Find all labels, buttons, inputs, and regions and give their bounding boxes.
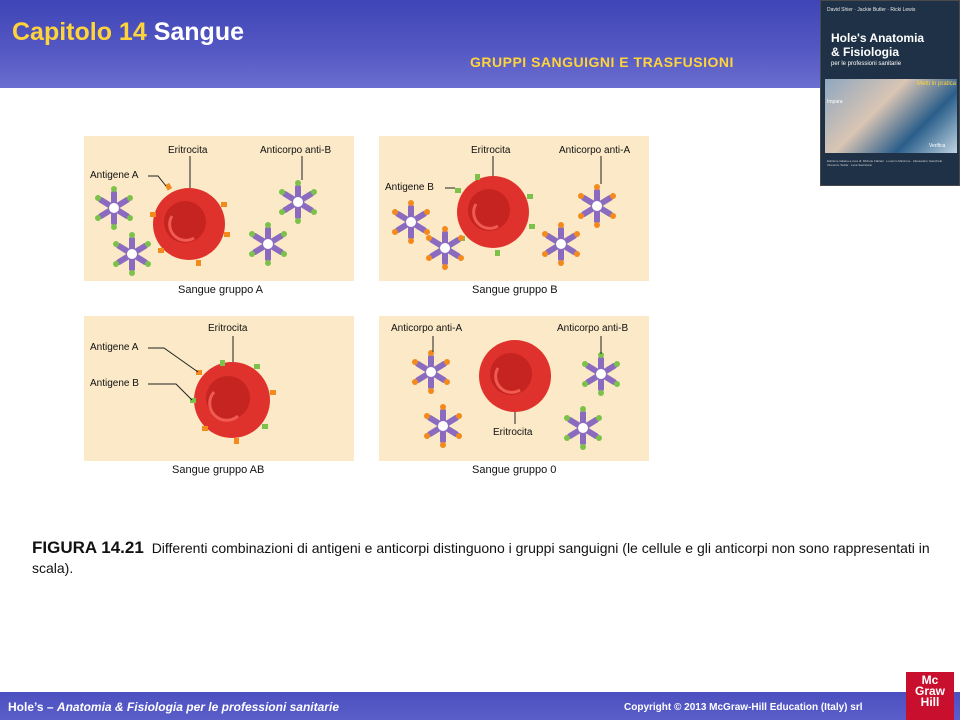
erythrocyte (479, 340, 551, 412)
label-anticorpo-anti-b: Anticorpo anti-B (557, 323, 629, 334)
antibody-anti-b (113, 232, 151, 276)
figure-caption: FIGURA 14.21 Differenti combinazioni di … (32, 538, 932, 578)
antibody-anti-a (424, 404, 462, 448)
label-antigene-a: Antigene A (90, 170, 139, 181)
panel-a-diagram (95, 156, 317, 276)
cover-title-line2: & Fisiologia (831, 45, 900, 59)
antibody-anti-a (392, 200, 430, 244)
label-antigene-b: Antigene B (90, 378, 139, 389)
antibody-anti-a (578, 184, 616, 228)
book-reference: Hole’s – Anatomia & Fisiologia per le pr… (8, 700, 339, 714)
caption-gruppo-0: Sangue gruppo 0 (472, 464, 557, 476)
label-eritrocita: Eritrocita (208, 323, 248, 334)
erythrocyte (455, 174, 535, 256)
erythrocyte (190, 360, 276, 444)
slide-title: Capitolo 14 Sangue (12, 18, 244, 47)
leader-lines (148, 336, 234, 401)
antibody-anti-b (95, 186, 133, 230)
cover-photo (825, 79, 957, 153)
panel-group-a: Eritrocita Anticorpo anti-B Antigene A (84, 136, 354, 281)
caption-gruppo-ab: Sangue gruppo AB (172, 464, 265, 476)
label-anticorpo-anti-a: Anticorpo anti-A (391, 323, 463, 334)
cover-authors: David Shier · Jackie Butler · Ricki Lewi… (827, 7, 916, 13)
panel-group-b: Eritrocita Anticorpo anti-A Antigene B (379, 136, 649, 281)
book-title: Anatomia & Fisiologia per le professioni… (56, 700, 339, 714)
label-eritrocita: Eritrocita (168, 145, 208, 156)
slide-footer: Hole’s – Anatomia & Fisiologia per le pr… (0, 692, 960, 720)
leader-lines (432, 336, 602, 424)
label-eritrocita: Eritrocita (471, 145, 511, 156)
label-anticorpo-anti-b: Anticorpo anti-B (260, 145, 332, 156)
slide-header: Capitolo 14 Sangue GRUPPI SANGUIGNI E TR… (0, 0, 960, 88)
label-eritrocita: Eritrocita (493, 427, 533, 438)
antibody-anti-a (426, 226, 464, 270)
panel-ab-diagram (148, 336, 276, 444)
cover-tag-top: Metti in pratica (917, 81, 957, 87)
book-prefix: Hole’s – (8, 700, 57, 714)
antibody-anti-a (542, 222, 580, 266)
panel-b-diagram (392, 156, 616, 270)
erythrocyte (150, 182, 230, 266)
copyright-notice: Copyright © 2013 McGraw-Hill Education (… (624, 702, 863, 713)
book-cover-image: David Shier · Jackie Butler · Ricki Lewi… (820, 0, 960, 186)
section-title: GRUPPI SANGUIGNI E TRASFUSIONI (470, 54, 734, 70)
caption-gruppo-b: Sangue gruppo B (472, 284, 558, 296)
cover-title-line1: Hole's Anatomia (831, 31, 925, 45)
antigen-b-markers (190, 360, 268, 429)
panel-o-diagram (412, 336, 620, 450)
antibody-anti-b (582, 352, 620, 396)
panel-group-ab: Eritrocita Antigene A Antigene B (84, 316, 354, 461)
antibody-anti-b (564, 406, 602, 450)
antibody-anti-b (249, 222, 287, 266)
chapter-label: Capitolo 14 (12, 18, 147, 46)
antibody-anti-a (412, 350, 450, 394)
logo-line-1: Mc (921, 673, 939, 687)
figure-description: Differenti combinazioni di antigeni e an… (32, 540, 930, 576)
cover-title-line3: per le professioni sanitarie (831, 61, 902, 67)
logo-line-3: Hill (920, 695, 940, 709)
mcgraw-hill-logo: Mc Graw Hill (906, 672, 954, 720)
cover-tag-mid: Impara (827, 99, 843, 105)
label-anticorpo-anti-a: Anticorpo anti-A (559, 145, 631, 156)
cover-tag-bot: Verifica (929, 143, 946, 149)
antibody-anti-b (279, 180, 317, 224)
caption-gruppo-a: Sangue gruppo A (178, 284, 264, 296)
leader-lines (445, 156, 602, 189)
panel-group-o: Anticorpo anti-A Anticorpo anti-B Eritro… (379, 316, 649, 461)
antigen-a-markers (196, 370, 276, 444)
leader-lines (148, 156, 303, 188)
cover-fine-print: Edizione italiana a cura di: Michele Fab… (827, 159, 944, 167)
label-antigene-a: Antigene A (90, 342, 139, 353)
logo-line-2: Graw (914, 684, 945, 698)
antigen-a-markers (150, 182, 230, 266)
chapter-name: Sangue (153, 18, 244, 46)
label-antigene-b: Antigene B (385, 182, 434, 193)
figure-number: FIGURA 14.21 (32, 538, 144, 557)
